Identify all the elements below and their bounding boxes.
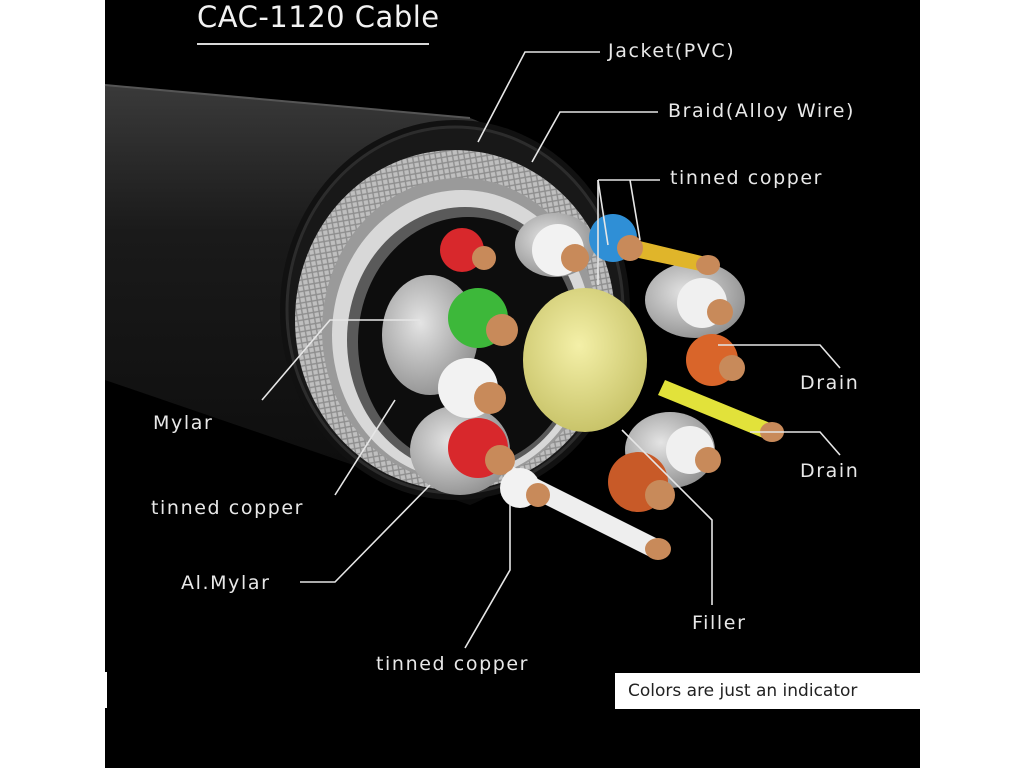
label-filler: Filler bbox=[692, 612, 747, 634]
title-underline bbox=[197, 43, 429, 45]
label-braid: Braid(Alloy Wire) bbox=[668, 100, 856, 122]
edge-mark bbox=[103, 672, 107, 708]
label-tinned-copper-bottom: tinned copper bbox=[376, 653, 530, 675]
leader-lines bbox=[261, 51, 841, 649]
disclaimer-note: Colors are just an indicator bbox=[615, 673, 920, 709]
label-al-mylar: Al.Mylar bbox=[181, 572, 271, 594]
inner-conductors bbox=[382, 213, 784, 560]
label-mylar: Mylar bbox=[153, 412, 214, 434]
label-drain-1: Drain bbox=[800, 372, 860, 394]
label-drain-2: Drain bbox=[800, 460, 860, 482]
label-tinned-copper-top: tinned copper bbox=[670, 167, 824, 189]
label-jacket: Jacket(PVC) bbox=[608, 40, 736, 62]
label-tinned-copper-left: tinned copper bbox=[151, 497, 305, 519]
diagram-title: CAC-1120 Cable bbox=[197, 0, 440, 34]
